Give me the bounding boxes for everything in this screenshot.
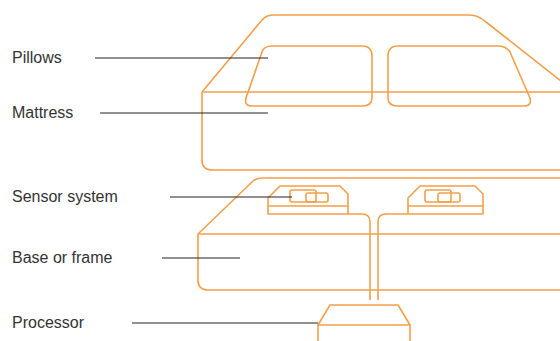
pillow [246,46,372,106]
sensor-pad [268,186,348,214]
base-front [198,234,560,290]
part-label: Pillows [12,48,64,67]
part-label: Sensor system [12,187,120,206]
part-label: Base or frame [12,248,114,267]
mattress-front [202,92,560,170]
part-label: Mattress [12,103,75,122]
leader-lines [95,58,318,323]
base-top [198,178,560,234]
pillow [388,46,530,106]
sensor-wire [348,214,370,300]
mattress-top [202,15,560,92]
sensor-wire [378,214,408,300]
processor-box [318,324,410,326]
processor-box [318,305,410,341]
sensor-pad [408,186,483,214]
part-label: Processor [12,313,86,332]
